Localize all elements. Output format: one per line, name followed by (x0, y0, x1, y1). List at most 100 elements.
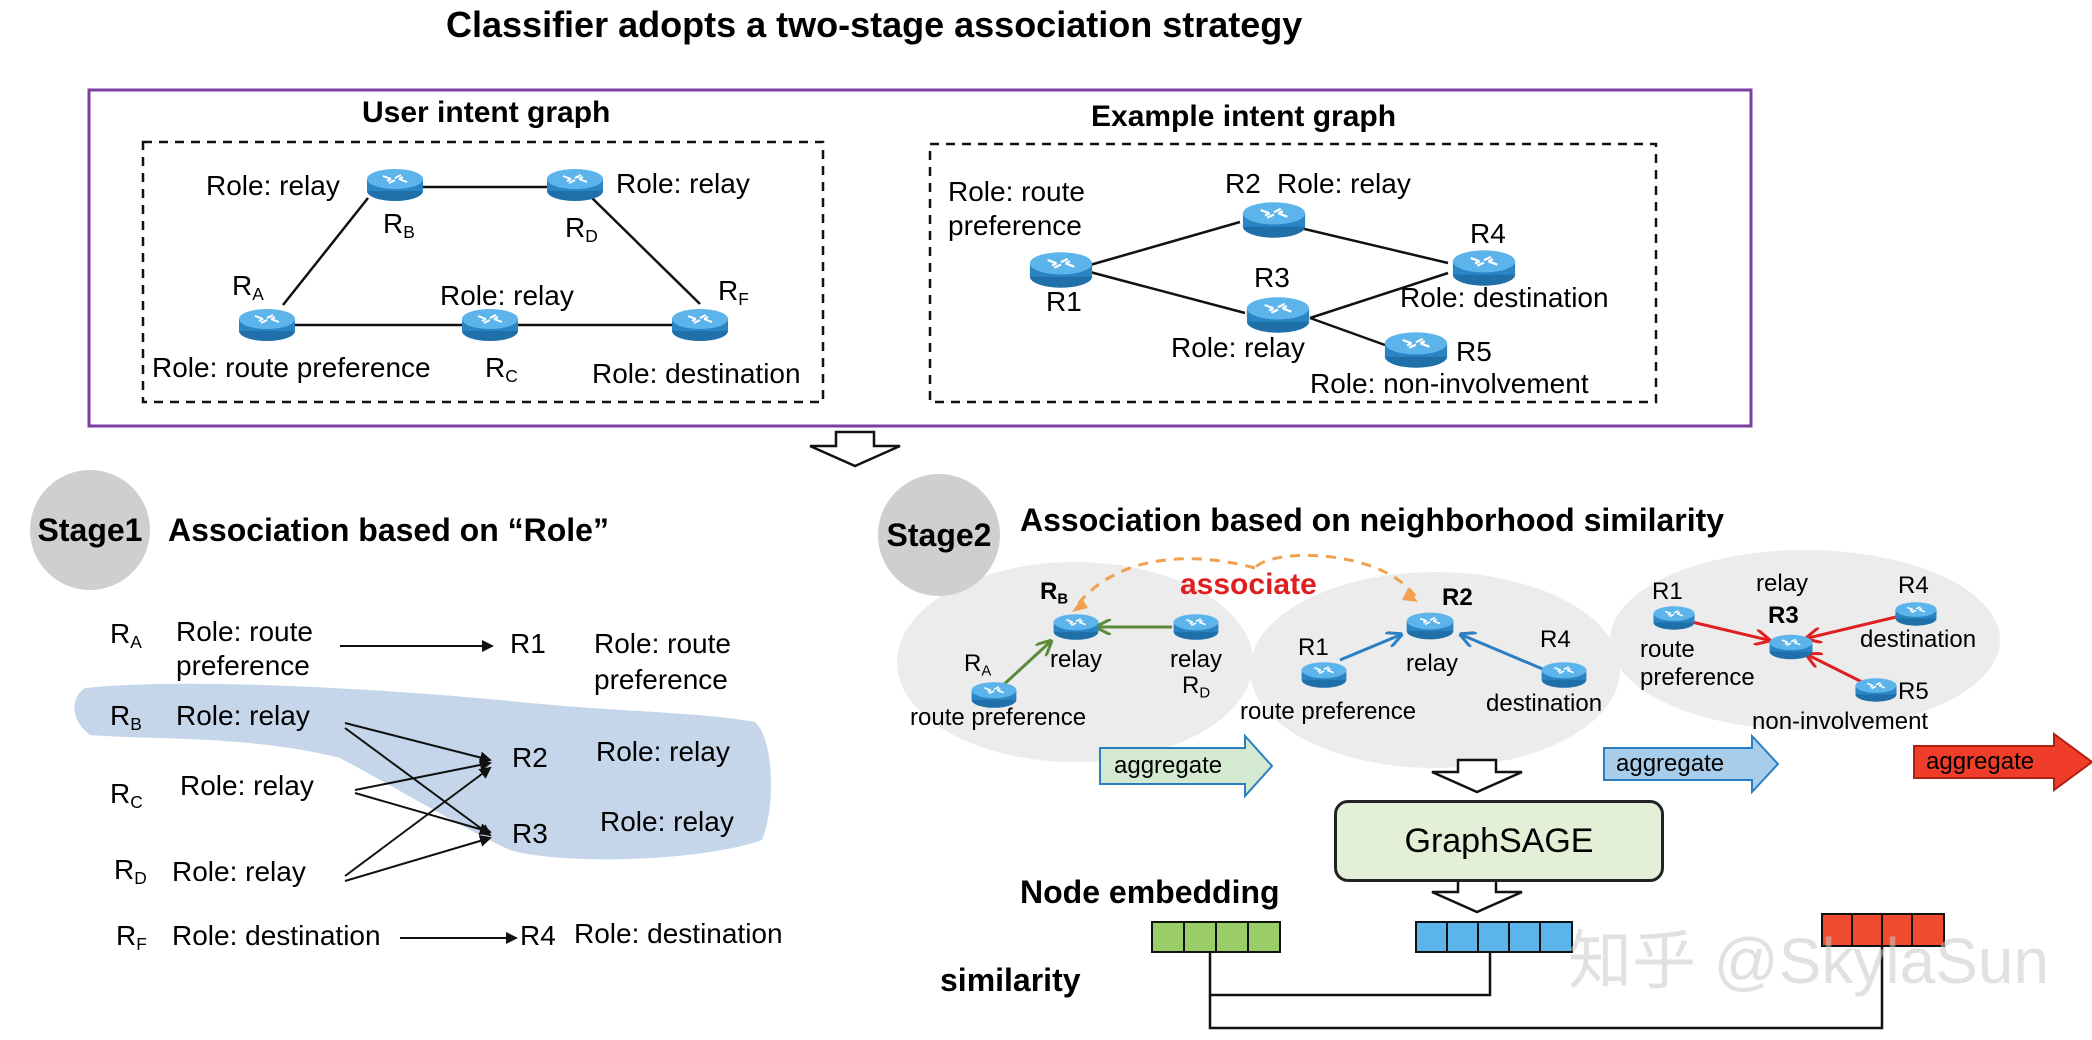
aggregate-arrow-red (1913, 732, 2092, 792)
left-cluster-bg (897, 562, 1253, 762)
associate-label: associate (1180, 568, 1317, 601)
left-ra-role: route preference (910, 704, 1087, 731)
router-mid-r2 (1405, 611, 1455, 641)
aggregate-label-blue: aggregate (1616, 750, 1725, 777)
router-r4 (1451, 249, 1517, 287)
similarity-connector-inner (1208, 952, 1492, 997)
stage1-target-r2: R2 (512, 742, 548, 773)
r4-label: R4 (1470, 218, 1506, 249)
similarity-label: similarity (940, 962, 1081, 998)
left-rd-label: RD (1182, 672, 1211, 702)
rf-role: Role: destination (592, 358, 801, 389)
ra-label: RA (232, 270, 264, 305)
mid-r4-label: R4 (1540, 626, 1571, 653)
right-r5-label: R5 (1898, 678, 1929, 705)
arrow-rd-r3 (344, 835, 492, 882)
router-r1 (1028, 251, 1094, 289)
stage1-target-r2-role: Role: relay (596, 736, 730, 767)
aggregate-label-green: aggregate (1114, 752, 1223, 779)
rc-role: Role: relay (440, 280, 574, 311)
arrow-rc-r2 (354, 759, 492, 791)
right-r5-role: non-involvement (1752, 708, 1929, 735)
edge-r1-r3 (1089, 270, 1246, 315)
stage1-rb-role: Role: relay (176, 700, 310, 731)
stage1-ra: RA (110, 618, 142, 653)
arrow-rb-r3 (344, 727, 492, 837)
rf-label: RF (718, 275, 749, 310)
edge-r3-r4 (1309, 271, 1449, 320)
mid-r4-role: destination (1486, 690, 1603, 717)
r2-role: Role: relay (1277, 168, 1411, 199)
associate-arc (1073, 554, 1417, 609)
router-mid-r1 (1300, 661, 1348, 689)
into-graphsage-arrow (1431, 758, 1523, 794)
router-right-r4 (1894, 601, 1938, 627)
arrow-rb-r2 (344, 722, 492, 764)
router-r2 (1241, 201, 1307, 239)
router-right-r1 (1652, 605, 1696, 631)
mid-cluster-bg (1250, 572, 1620, 768)
stage1-target-r1: R1 (510, 628, 546, 659)
rd-label: RD (565, 212, 598, 247)
router-r5 (1383, 331, 1449, 369)
left-rb-role: relay (1050, 646, 1103, 673)
stage1-rd-role: Role: relay (172, 856, 306, 887)
router-right-r3 (1768, 633, 1814, 661)
rb-role: Role: relay (206, 170, 340, 201)
stage1-rf: RF (116, 920, 147, 955)
right-r3-label: R3 (1768, 602, 1799, 629)
arrow-rc-r3 (354, 792, 492, 835)
router-rc (460, 307, 520, 343)
stage1-heading: Association based on “Role” (168, 512, 609, 548)
stage1-target-r4-role: Role: destination (574, 918, 783, 949)
right-r1-role1: route (1640, 636, 1695, 663)
mid-r2-label: R2 (1442, 584, 1473, 611)
example-graph-box (928, 142, 1658, 404)
r1-label: R1 (1046, 286, 1082, 317)
left-ra-label: RA (964, 650, 992, 680)
stage1-target-r3-role: Role: relay (600, 806, 734, 837)
ra-role: Role: route preference (152, 352, 431, 383)
user-graph-heading: User intent graph (362, 96, 611, 129)
intent-graph-frame (87, 88, 1753, 428)
stage1-target-r3: R3 (512, 818, 548, 849)
aggregate-arrow-green (1099, 733, 1274, 799)
router-rb (365, 167, 425, 203)
router-ra (237, 307, 297, 343)
embedding-green (1151, 921, 1281, 953)
embedding-blue (1415, 921, 1573, 953)
r3-label: R3 (1254, 262, 1290, 293)
edge-rd-rf (591, 197, 701, 305)
edge-r1-r2 (1089, 220, 1241, 267)
r1-role-line1: Role: route (948, 176, 1085, 207)
graphsage-box: GraphSAGE (1334, 800, 1664, 882)
edge-r3-r5 (1309, 316, 1386, 347)
mid-r2-role: relay (1406, 650, 1459, 677)
left-rd-role: relay (1170, 646, 1223, 673)
stage2-badge: Stage2 (878, 474, 1000, 596)
router-left-rb (1052, 613, 1100, 641)
stage1-badge: Stage1 (30, 470, 150, 590)
stage-transition-arrow (809, 430, 901, 468)
stage1-target-r1-role2: preference (594, 664, 728, 695)
watermark: 知乎 @SkylaSun (1568, 925, 2050, 997)
stage1-ra-role: Role: route (176, 616, 313, 647)
out-graphsage-arrow (1431, 878, 1523, 914)
router-r3 (1245, 296, 1311, 334)
stage1-rc: RC (110, 778, 143, 813)
stage1-rd: RD (114, 854, 147, 889)
rd-role: Role: relay (616, 168, 750, 199)
right-r4-label: R4 (1898, 572, 1929, 599)
stage1-target-r1-role: Role: route (594, 628, 731, 659)
router-rf (670, 307, 730, 343)
stage1-rc-role: Role: relay (180, 770, 314, 801)
embedding-red (1821, 913, 1945, 947)
right-r1-role2: preference (1640, 664, 1755, 691)
aggregate-label-red: aggregate (1926, 748, 2035, 775)
similarity-connector-outer (1208, 946, 1884, 1030)
rc-label: RC (485, 352, 518, 387)
left-rb-label: RB (1040, 578, 1069, 608)
example-graph-heading: Example intent graph (1091, 100, 1397, 133)
router-rd (545, 167, 605, 203)
